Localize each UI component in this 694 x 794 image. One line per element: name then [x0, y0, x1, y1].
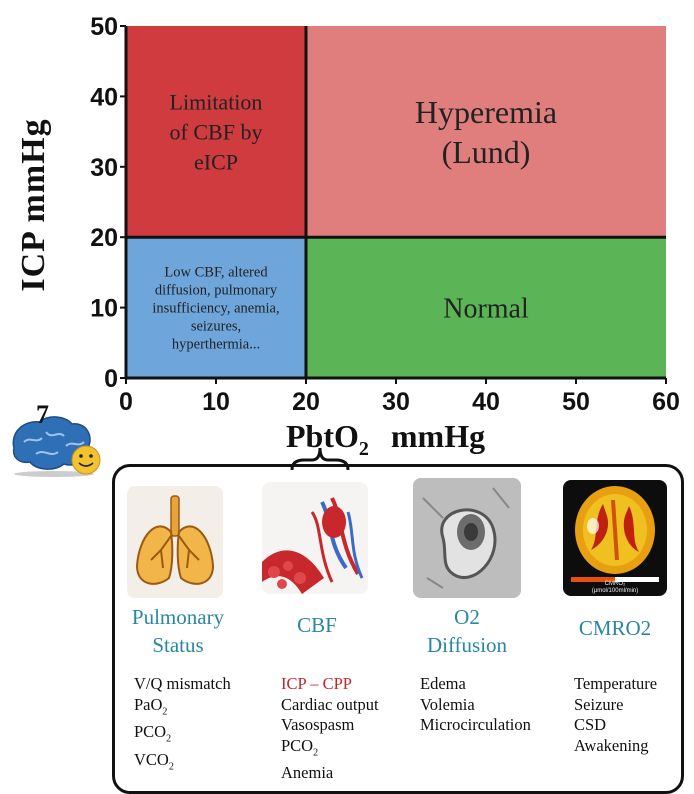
list-item: V/Q mismatch [134, 674, 231, 693]
pet-scan-caption-line: CMRO₂ [604, 581, 626, 587]
y-tick-label: 50 [90, 13, 118, 41]
x-axis-label-main: PbtO [286, 418, 359, 454]
x-tick-label: 60 [652, 388, 680, 416]
brain-pet-scan-icon: CMRO₂ (μmol/100ml/min) [563, 480, 667, 596]
x-tick-label: 40 [472, 388, 500, 416]
list-item: Edema [420, 674, 466, 693]
zone-label-limitation: of CBF by [170, 119, 263, 144]
list-item: VCO2 [134, 750, 231, 778]
zone-label-limitation: Limitation [170, 89, 263, 114]
pulmonary-factor-list: V/Q mismatch PaO2 PCO2 VCO2 [134, 674, 231, 778]
x-tick-label: 0 [119, 388, 133, 416]
list-item-text: PCO [281, 735, 314, 755]
zone-label-normal: Normal [443, 293, 529, 324]
micrograph-icon [413, 478, 521, 598]
y-tick-label: 0 [104, 365, 118, 393]
list-item-text: PaO [134, 694, 163, 714]
list-item: Anemia [281, 763, 334, 783]
list-item: PaO2 [134, 695, 231, 723]
blood-vessel-icon [262, 482, 368, 594]
badge-number: 7 [36, 400, 49, 429]
y-axis-label: ICP mmHg [15, 118, 52, 292]
o2-diffusion-factor-list: Edema Volemia Microcirculation [420, 674, 531, 736]
list-item: Microcirculation [420, 715, 531, 734]
cmro2-factor-list: Temperature Seizure CSD Awakening [574, 674, 657, 756]
list-item: PCO2 [281, 736, 379, 764]
x-axis-label-subscript: 2 [358, 438, 369, 460]
x-tick-label: 50 [562, 388, 590, 416]
x-axis-label: PbtO2 mmHg [286, 418, 485, 461]
column-title-cbf: CBF [262, 611, 372, 639]
list-item: CSD [574, 715, 607, 734]
pet-scan-caption-line: (μmol/100ml/min) [591, 588, 639, 594]
list-item: Seizure [574, 694, 624, 714]
zone-label-low: seizures, [191, 319, 241, 335]
list-item-accent: ICP – CPP [281, 674, 352, 693]
zone-label-limitation: eICP [194, 149, 238, 174]
zone-label-low: Low CBF, altered [164, 265, 268, 281]
zone-label-low: hyperthermia... [172, 337, 260, 353]
zone-label-hyperemia: Hyperemia [415, 94, 557, 130]
y-tick-label: 30 [90, 154, 118, 182]
list-item: Awakening [574, 735, 649, 755]
list-item: Temperature [574, 674, 658, 693]
y-tick-label: 40 [90, 83, 118, 111]
list-item: Volemia [420, 694, 475, 714]
list-item-subscript: 2 [313, 746, 319, 758]
brain-smiley-icon [12, 416, 101, 477]
column-title-cmro2: CMRO2 [560, 614, 670, 642]
column-title-line: Status [152, 633, 204, 657]
list-item-subscript: 2 [168, 761, 174, 773]
x-tick-label: 10 [202, 388, 230, 416]
x-tick-label: 30 [382, 388, 410, 416]
column-title-line: O2 [454, 605, 480, 629]
zone-label-low: diffusion, pulmonary [155, 283, 278, 299]
list-item: Vasospasm [281, 715, 355, 734]
zone-limitation [126, 26, 306, 238]
y-tick-label: 10 [90, 295, 118, 323]
zone-normal [306, 237, 666, 378]
list-item: PCO2 [134, 722, 231, 750]
list-item-subscript: 2 [162, 705, 168, 717]
zone-hyperemia [306, 26, 666, 238]
zone-low [126, 237, 306, 378]
list-item-text: VCO [134, 750, 169, 770]
column-title-line: Diffusion [426, 633, 508, 657]
pet-scan-caption: CMRO₂ (μmol/100ml/min) [563, 581, 667, 595]
column-title-line: Pulmonary [131, 605, 225, 629]
list-item: Cardiac output [281, 694, 379, 714]
column-title-line: CMRO2 [578, 616, 652, 640]
column-title-pulmonary: Pulmonary Status [118, 603, 238, 659]
column-title-o2-diffusion: O2 Diffusion [404, 603, 530, 659]
lungs-icon [127, 486, 223, 598]
x-tick-label: 20 [292, 388, 320, 416]
pet-scan-graphic [571, 486, 659, 582]
zone-label-hyperemia: (Lund) [442, 134, 531, 170]
column-title-line: CBF [297, 613, 337, 637]
brace-connector [290, 447, 350, 471]
zone-label-low: insufficiency, anemia, [152, 301, 279, 317]
x-axis-label-unit: mmHg [390, 418, 486, 454]
cbf-factor-list: ICP – CPP Cardiac output Vasospasm PCO2 … [281, 674, 379, 784]
list-item-subscript: 2 [166, 733, 172, 745]
list-item-text: PCO [134, 722, 167, 742]
icp-pbto2-chart: Limitation of CBF by eICP Hyperemia (Lund) Lo… [90, 13, 680, 416]
y-tick-label: 20 [90, 224, 118, 252]
